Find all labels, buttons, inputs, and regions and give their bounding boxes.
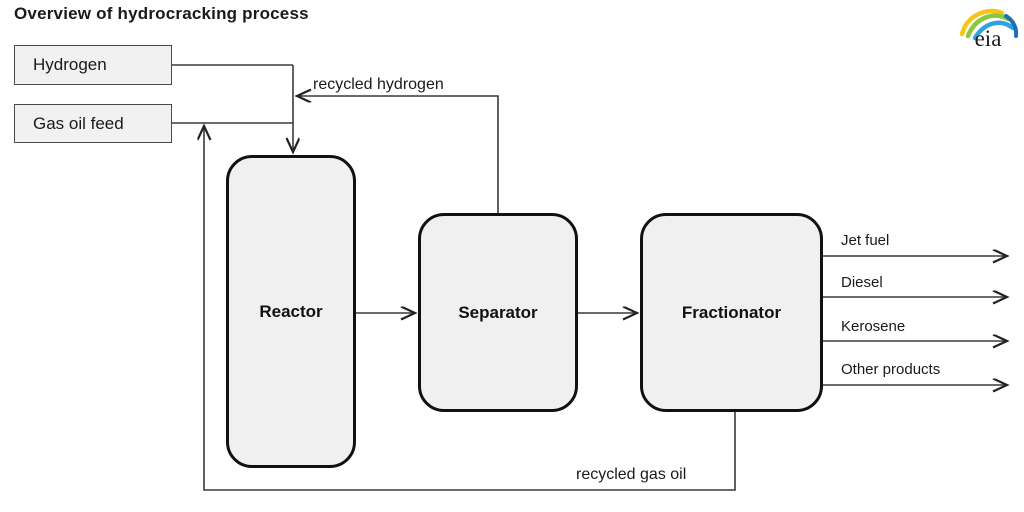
flow-label-recycled-hydrogen: recycled hydrogen (313, 76, 444, 93)
feed-box-hydrogen[interactable]: Hydrogen (14, 45, 172, 85)
unit-label-reactor: Reactor (259, 301, 323, 321)
page-title: Overview of hydrocracking process (14, 4, 309, 23)
eia-wordmark: eia (975, 26, 1002, 50)
unit-box-fractionator[interactable]: Fractionator (640, 213, 823, 412)
unit-box-reactor[interactable]: Reactor (226, 155, 356, 468)
wire-recycled-hydrogen (298, 96, 499, 213)
unit-label-separator: Separator (458, 302, 538, 322)
product-label-diesel: Diesel (841, 274, 883, 291)
feed-label-hydrogen: Hydrogen (33, 55, 107, 74)
product-label-kerosene: Kerosene (841, 318, 906, 335)
unit-label-fractionator: Fractionator (681, 302, 782, 322)
feed-box-gas-oil-feed[interactable]: Gas oil feed (14, 104, 172, 143)
unit-box-separator[interactable]: Separator (418, 213, 578, 412)
eia-logo: eia (959, 8, 1018, 50)
feed-label-gas-oil-feed: Gas oil feed (33, 113, 124, 133)
product-label-jet-fuel: Jet fuel (841, 232, 890, 249)
product-label-other-products: Other products (841, 361, 941, 378)
wire-recycled-gas-oil (204, 127, 736, 491)
flow-label-recycled-gas-oil: recycled gas oil (576, 466, 687, 483)
